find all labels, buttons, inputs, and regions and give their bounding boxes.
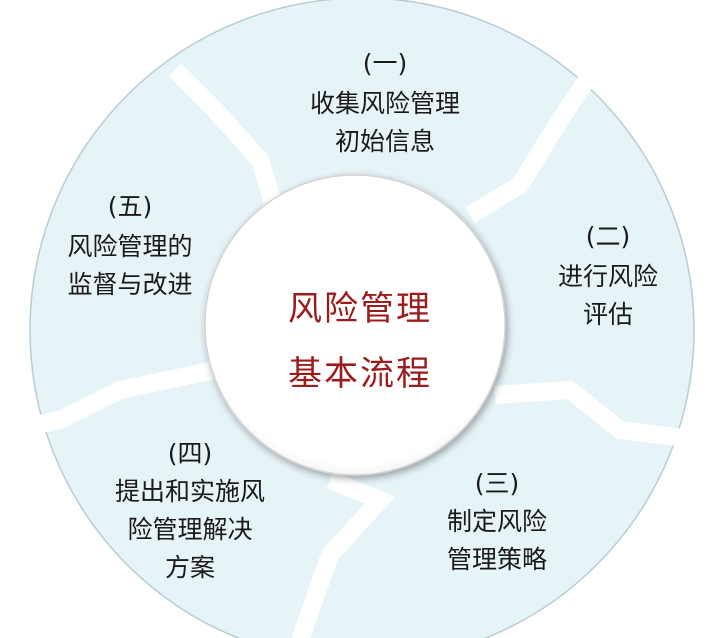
step-5-line1: 风险管理的 — [67, 232, 192, 261]
step-4-line1: 提出和实施风 — [115, 477, 265, 506]
step-3-number: (三) — [475, 469, 520, 498]
separator-1-2 — [465, 55, 608, 223]
step-4-line2: 险管理解决 — [127, 515, 252, 544]
step-2-line1: 进行风险 — [558, 262, 658, 291]
step-4-line3: 方案 — [165, 553, 215, 582]
step-3-line2: 管理策略 — [447, 545, 547, 574]
step-2-line2: 评估 — [583, 300, 633, 329]
step-5-number: (五) — [108, 192, 153, 221]
center-disk — [204, 174, 506, 476]
separator-4-5 — [8, 361, 217, 439]
separator-2-3 — [494, 380, 702, 449]
step-5-line2: 监督与改进 — [67, 270, 192, 299]
step-4-number: (四) — [168, 439, 213, 468]
step-1-line1: 收集风险管理 — [310, 89, 460, 118]
center-title-line1: 风险管理 — [288, 289, 432, 329]
separator-5-1 — [168, 63, 284, 213]
step-1-number: (一) — [363, 49, 408, 78]
step-2-number: (二) — [586, 222, 631, 251]
separator-3-4 — [291, 471, 396, 638]
step-3-line1: 制定风险 — [447, 507, 547, 536]
step-1-line2: 初始信息 — [335, 127, 435, 156]
center-title-line2: 基本流程 — [288, 354, 432, 394]
